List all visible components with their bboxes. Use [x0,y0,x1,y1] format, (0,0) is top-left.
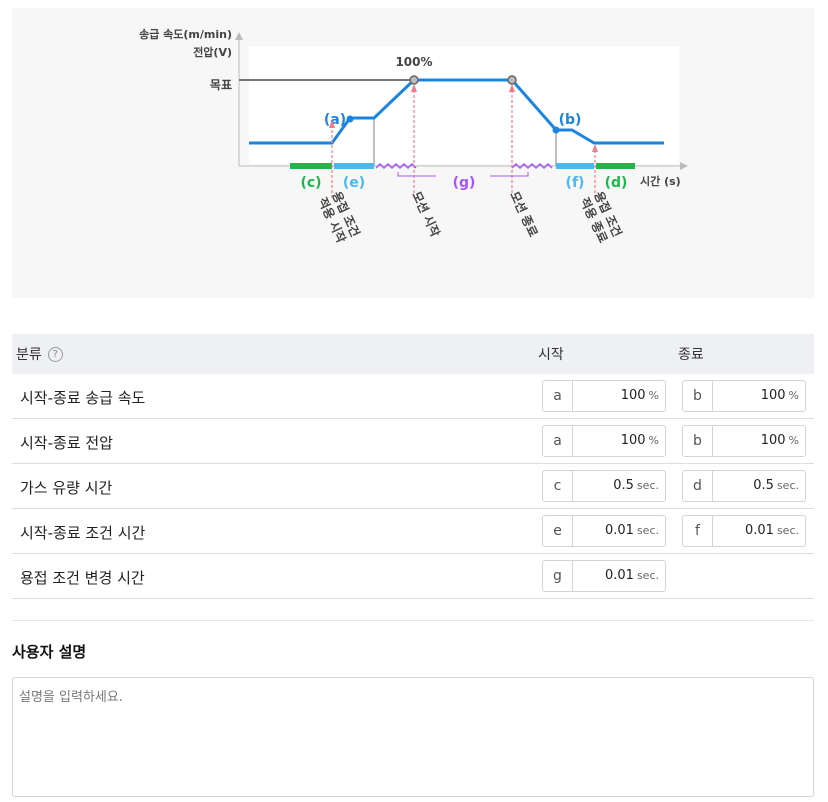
marker-f: (f) [566,175,585,191]
field-unit: sec. [636,479,659,492]
voltage-end-field[interactable]: b 100% [682,425,806,457]
voltage-start-field[interactable]: a 100% [542,425,666,457]
marker-c: (c) [300,175,321,191]
user-description-input[interactable] [12,677,814,797]
field-value[interactable]: 100 [760,388,786,403]
feed-speed-end-field[interactable]: b 100% [682,380,806,412]
marker-b: (b) [559,112,582,128]
point-a [346,115,354,123]
row-label: 시작-종료 조건 시간 [20,524,146,542]
field-unit: sec. [776,479,799,492]
field-prefix: e [543,516,573,546]
field-prefix: g [543,561,573,591]
field-prefix: a [543,426,573,456]
arrow-weave-end-head [509,84,515,92]
row-label: 시작-종료 송급 속도 [20,389,146,407]
field-unit: % [648,389,659,402]
field-value[interactable]: 100 [620,388,646,403]
bar-d [596,163,635,169]
feed-speed-start-field[interactable]: a 100% [542,380,666,412]
field-prefix: f [683,516,713,546]
target-label: 목표 [210,78,232,92]
marker-g: (g) [453,175,476,191]
marker-e: (e) [343,175,365,191]
field-unit: sec. [776,524,799,537]
field-prefix: b [683,426,713,456]
field-unit: % [648,434,659,447]
marker-d: (d) [605,175,628,191]
bracket-g-right [490,172,529,177]
field-value[interactable]: 100 [620,433,646,448]
table-row-voltage: 시작-종료 전압 a 100% b 100% [12,419,814,464]
field-unit: % [788,389,799,402]
label-weave-end: 모션 종료 [507,189,541,239]
field-value[interactable]: 0.01 [745,523,774,538]
field-unit: sec. [636,569,659,582]
bar-g-start [375,162,417,170]
field-value[interactable]: 0.01 [605,568,634,583]
y-axis-arrow [235,32,243,40]
bar-g-end [511,162,553,170]
row-label: 가스 유량 시간 [20,479,113,497]
header-end: 종료 [678,347,704,363]
help-icon[interactable]: ? [47,346,63,362]
bar-c [290,163,332,169]
field-prefix: d [683,471,713,501]
header-category-label: 분류 [16,347,42,363]
y-label-voltage: 전압(V) [193,45,232,59]
bar-e [334,163,374,169]
x-axis-label: 시간 (s) [640,174,681,188]
diagram-svg: 송급 속도(m/min) 전압(V) 목표 시간 (s) 100% (a) (b… [139,28,688,245]
arrow-cond-start-head [329,120,335,128]
weld-sequence-diagram: 송급 속도(m/min) 전압(V) 목표 시간 (s) 100% (a) (b… [12,8,814,298]
plot-area [249,46,679,164]
row-label: 시작-종료 전압 [20,434,113,452]
header-category: 분류 ? [16,344,63,364]
row-label: 용접 조건 변경 시간 [20,569,145,587]
point-b [552,126,560,134]
field-unit: sec. [636,524,659,537]
section-divider [12,620,814,621]
y-label-feed: 송급 속도(m/min) [139,28,232,41]
percent-label: 100% [395,55,432,69]
arrow-cond-end-head [592,144,598,152]
point-100-start [409,75,419,85]
bar-f [556,163,594,169]
profile-line [249,78,664,145]
field-unit: % [788,434,799,447]
user-description-title: 사용자 설명 [12,643,87,661]
point-100-end [507,75,517,85]
field-value[interactable]: 0.5 [613,478,634,493]
bracket-g-left [397,172,436,177]
field-value[interactable]: 0.01 [605,523,634,538]
field-prefix: b [683,381,713,411]
table-row-feed-speed: 시작-종료 송급 속도 a 100% b 100% [12,374,814,419]
field-value[interactable]: 0.5 [753,478,774,493]
table-header: 분류 ? 시작 종료 [12,334,814,374]
settings-table: 분류 ? 시작 종료 시작-종료 송급 속도 a 100% b 100% 시작-… [12,334,814,599]
header-start: 시작 [538,347,564,363]
label-weave-start: 모션 시작 [409,189,443,239]
arrow-weave-start-head [411,84,417,92]
field-value[interactable]: 100 [760,433,786,448]
field-prefix: a [543,381,573,411]
field-prefix: c [543,471,573,501]
marker-a: (a) [324,112,346,128]
x-axis-arrow [680,162,688,170]
